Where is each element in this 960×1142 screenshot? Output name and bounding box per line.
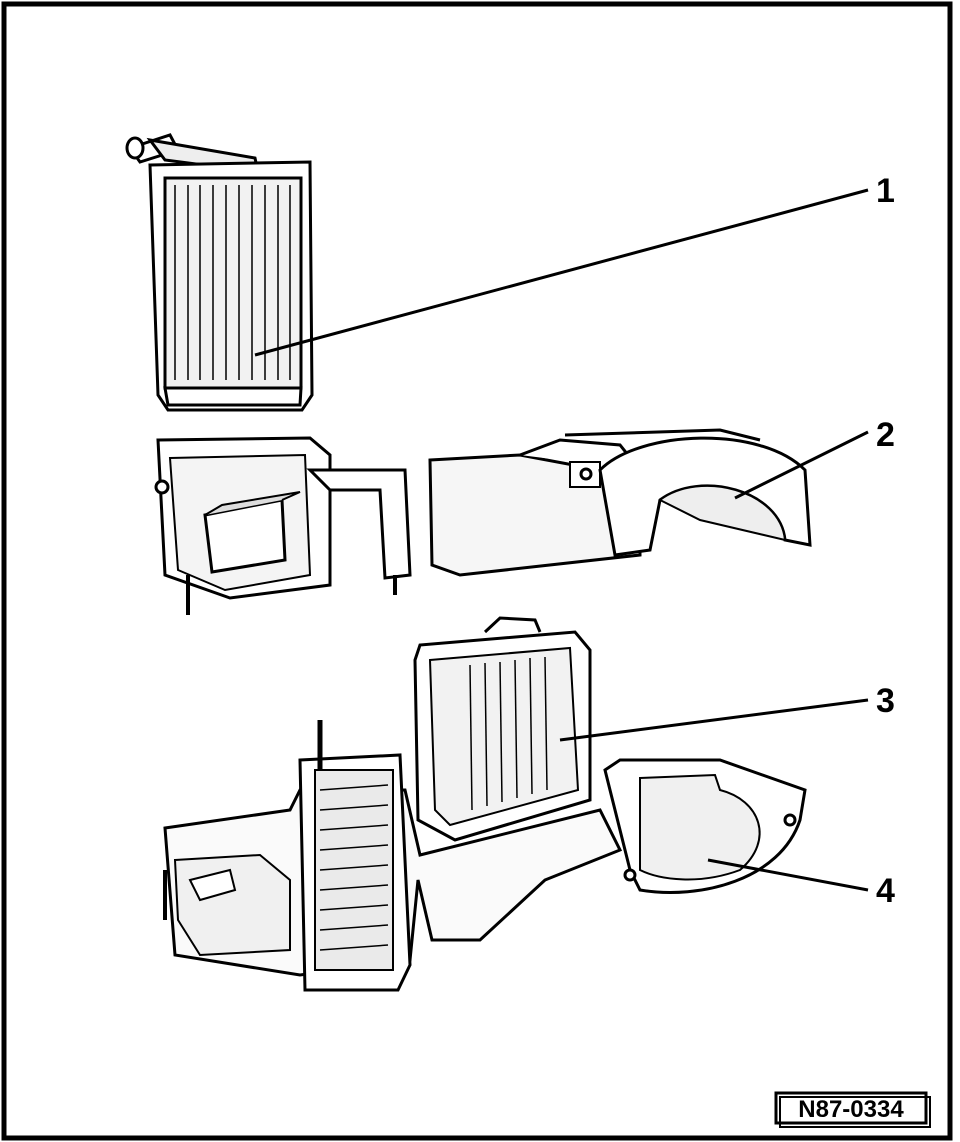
part-blower-housing [163, 720, 623, 992]
leader-lines [254, 188, 869, 892]
part-4-blower-scroll [603, 758, 807, 894]
reference-code: N87-0334 [798, 1096, 904, 1123]
reference-code-box: N87-0334 [774, 1091, 931, 1128]
callout-1: 1 [876, 172, 895, 210]
leader-line-4 [707, 858, 869, 892]
part-2-air-distribution-housing [154, 428, 812, 615]
callout-4: 4 [876, 872, 895, 910]
callout-2: 2 [876, 416, 895, 454]
part-3-evaporator [413, 616, 592, 842]
leader-line-2 [734, 430, 869, 500]
part-1-heater-core [125, 133, 314, 412]
leader-line-1 [254, 188, 869, 357]
leader-line-3 [559, 698, 869, 742]
callout-3: 3 [876, 682, 895, 720]
